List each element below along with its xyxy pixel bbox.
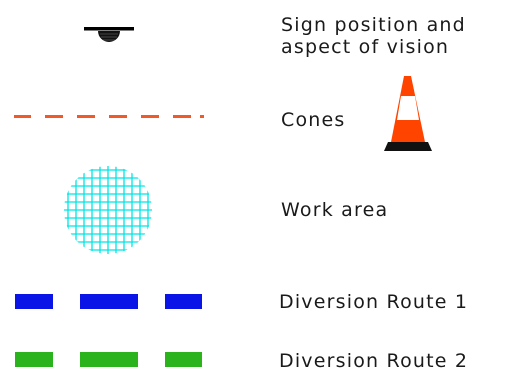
work-area-grid-icon <box>64 166 152 254</box>
work-area-label: Work area <box>281 199 388 221</box>
cone-stripe <box>397 96 419 120</box>
diversion-route-1-label: Diversion Route 1 <box>279 291 468 313</box>
diversion-2-dash <box>165 352 202 367</box>
diversion-route-1-label-text: Diversion Route 1 <box>279 291 469 313</box>
diversion-1-dash <box>165 294 202 309</box>
diversion-2-dash <box>80 352 138 367</box>
diversion-1-dash <box>15 294 53 309</box>
cone-base <box>384 142 432 151</box>
traffic-cone-icon <box>384 76 432 151</box>
sign-position-icon <box>84 27 134 42</box>
sign-position-label: Sign position and aspect of vision <box>281 14 466 58</box>
diversion-route-1-dashes <box>15 294 202 309</box>
sign-position-label-line-1: Sign position and <box>281 14 466 36</box>
sign-board <box>84 27 134 31</box>
cones-label-text: Cones <box>281 109 346 131</box>
diversion-route-2-label: Diversion Route 2 <box>279 350 468 372</box>
cones-dashed-line <box>14 115 204 118</box>
diversion-route-2-label-text: Diversion Route 2 <box>279 350 469 372</box>
diversion-2-dash <box>15 352 53 367</box>
work-area-label-text: Work area <box>281 199 389 221</box>
cones-label: Cones <box>281 109 346 131</box>
diversion-route-2-dashes <box>15 352 202 367</box>
sign-position-label-line-2: aspect of vision <box>281 36 450 58</box>
diversion-1-dash <box>80 294 138 309</box>
